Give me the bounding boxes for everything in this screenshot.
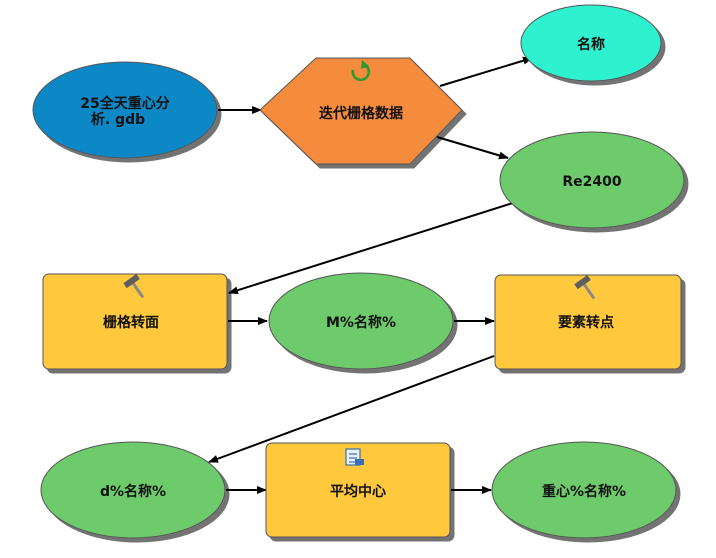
node-input-gdb[interactable]: [32, 61, 218, 159]
d-name-shape: [40, 441, 226, 539]
node-d-name[interactable]: [40, 441, 226, 539]
input-gdb-label-line1: 25全天重心分: [80, 95, 169, 112]
connector-re2400-to-raster-to-polygon: [228, 201, 517, 295]
input-gdb-shape: [32, 61, 218, 159]
re2400-label: Re2400: [562, 174, 621, 190]
d-name-label: d%名称%: [100, 483, 166, 500]
input-gdb-label-line2: 析. gdb: [91, 111, 145, 128]
node-center-name[interactable]: [491, 441, 677, 539]
script-icon: [345, 448, 364, 466]
connector-iterate-to-re2400: [436, 136, 509, 160]
m-name-label: M%名称%: [326, 314, 396, 331]
node-iterate-rasters[interactable]: [259, 57, 463, 165]
raster-to-polygon-shape: [42, 273, 228, 370]
connector-iterate-to-name: [439, 56, 533, 87]
iterate-label: 迭代栅格数据: [319, 105, 403, 122]
feature-to-point-label: 要素转点: [558, 314, 614, 331]
hammer-icon: [123, 274, 145, 299]
node-name[interactable]: [520, 4, 662, 82]
node-feature-to-point[interactable]: [494, 274, 682, 370]
connector-feature-to-point-to-d-name: [208, 355, 495, 463]
feature-to-point-shape: [494, 274, 682, 370]
m-name-shape: [268, 272, 454, 370]
hammer-icon: [574, 275, 596, 300]
node-mean-center[interactable]: [265, 442, 451, 538]
raster-to-polygon-label: 栅格转面: [103, 314, 159, 331]
node-m-name[interactable]: [268, 272, 454, 370]
center-name-shape: [491, 441, 677, 539]
re2400-shape: [499, 131, 685, 229]
mean-center-label: 平均中心: [330, 483, 386, 500]
loop-arrow-icon: [351, 60, 371, 82]
name-label: 名称: [577, 36, 605, 53]
name-shape: [520, 4, 662, 82]
center-name-label: 重心%名称%: [542, 483, 626, 500]
iterate-shape: [259, 57, 463, 165]
node-raster-to-polygon[interactable]: [42, 273, 228, 370]
mean-center-shape: [265, 442, 451, 538]
connectors: [208, 56, 533, 494]
node-re2400[interactable]: [499, 131, 685, 229]
